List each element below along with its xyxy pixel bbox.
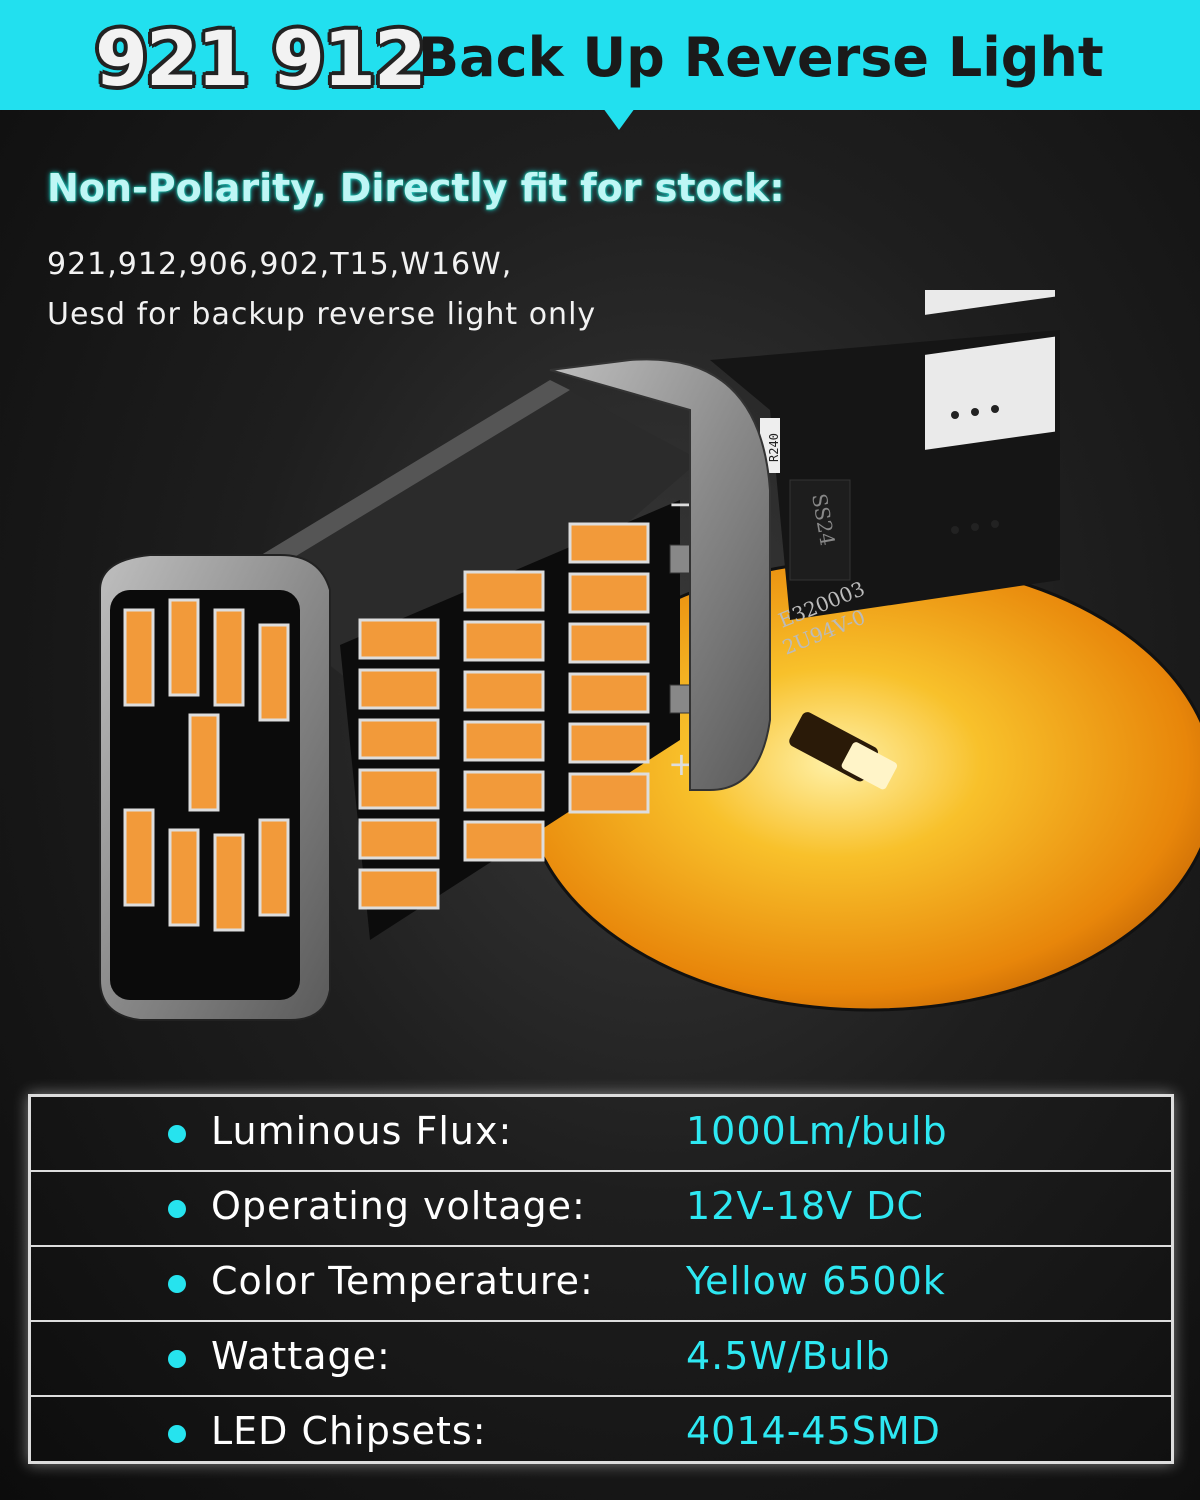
spec-label: Color Temperature:: [211, 1259, 594, 1303]
led-chip: [463, 770, 545, 812]
banner-model-number: 921 912: [95, 14, 427, 103]
led-chip: [358, 868, 440, 910]
led-chip: [463, 820, 545, 862]
spec-label: LED Chipsets:: [211, 1409, 487, 1453]
spec-row: Color Temperature: Yellow 6500k: [31, 1247, 1171, 1322]
led-chip: [463, 620, 545, 662]
led-chip: [463, 570, 545, 612]
spec-row: Operating voltage: 12V-18V DC: [31, 1172, 1171, 1247]
led-chip: [463, 670, 545, 712]
led-chip: [463, 720, 545, 762]
spec-row: Wattage: 4.5W/Bulb: [31, 1322, 1171, 1397]
led-chip: [568, 522, 650, 564]
led-chip: [258, 623, 290, 722]
bullet-icon: [168, 1275, 186, 1293]
usage-note: Uesd for backup reverse light only: [47, 297, 597, 332]
bullet-icon: [168, 1425, 186, 1443]
bulb-body: [220, 380, 700, 720]
spec-value: 4.5W/Bulb: [686, 1334, 891, 1378]
compatible-models: 921,912,906,902,T15,W16W,: [47, 247, 513, 282]
led-chip: [568, 772, 650, 814]
led-chip: [358, 818, 440, 860]
led-chip: [213, 833, 245, 932]
compatibility-heading: Non-Polarity, Directly fit for stock:: [47, 166, 785, 210]
small-lit-bulb: [789, 712, 898, 790]
led-chip: [358, 768, 440, 810]
spec-row: Luminous Flux: 1000Lm/bulb: [31, 1097, 1171, 1172]
front-led-chips: [123, 598, 290, 932]
led-chip: [123, 808, 155, 907]
spec-value: 1000Lm/bulb: [686, 1109, 948, 1153]
led-chip: [258, 818, 290, 917]
led-chip: [568, 722, 650, 764]
bullet-icon: [168, 1200, 186, 1218]
side-led-chips: [358, 522, 650, 910]
spec-row: LED Chipsets: 4014-45SMD: [31, 1397, 1171, 1472]
led-chip: [358, 718, 440, 760]
spec-value: 4014-45SMD: [686, 1409, 941, 1453]
led-chip: [358, 618, 440, 660]
bullet-icon: [168, 1350, 186, 1368]
spec-label: Luminous Flux:: [211, 1109, 513, 1153]
metal-collar: [549, 358, 771, 791]
led-chip: [358, 668, 440, 710]
led-chip: [168, 598, 200, 697]
led-chip: [123, 608, 155, 707]
led-bulb-illustration: R240 SS24 E320003 2U94V-0 − +: [99, 290, 1200, 1021]
led-chip: [568, 622, 650, 664]
spec-label: Wattage:: [211, 1334, 391, 1378]
led-chip: [568, 572, 650, 614]
resistor-label: R240: [767, 433, 781, 462]
wedge-base: R240 SS24 E320003 2U94V-0: [710, 290, 1060, 660]
spec-label: Operating voltage:: [211, 1184, 586, 1228]
led-chip: [213, 608, 245, 707]
led-chip: [568, 672, 650, 714]
led-chip: [188, 713, 220, 812]
led-chip: [168, 828, 200, 927]
bullet-icon: [168, 1125, 186, 1143]
banner-notch: [603, 108, 635, 130]
spec-value: 12V-18V DC: [686, 1184, 925, 1228]
spec-value: Yellow 6500k: [686, 1259, 946, 1303]
header-banner: 921 912 Back Up Reverse Light: [0, 0, 1200, 110]
banner-title: Back Up Reverse Light: [418, 26, 1104, 89]
